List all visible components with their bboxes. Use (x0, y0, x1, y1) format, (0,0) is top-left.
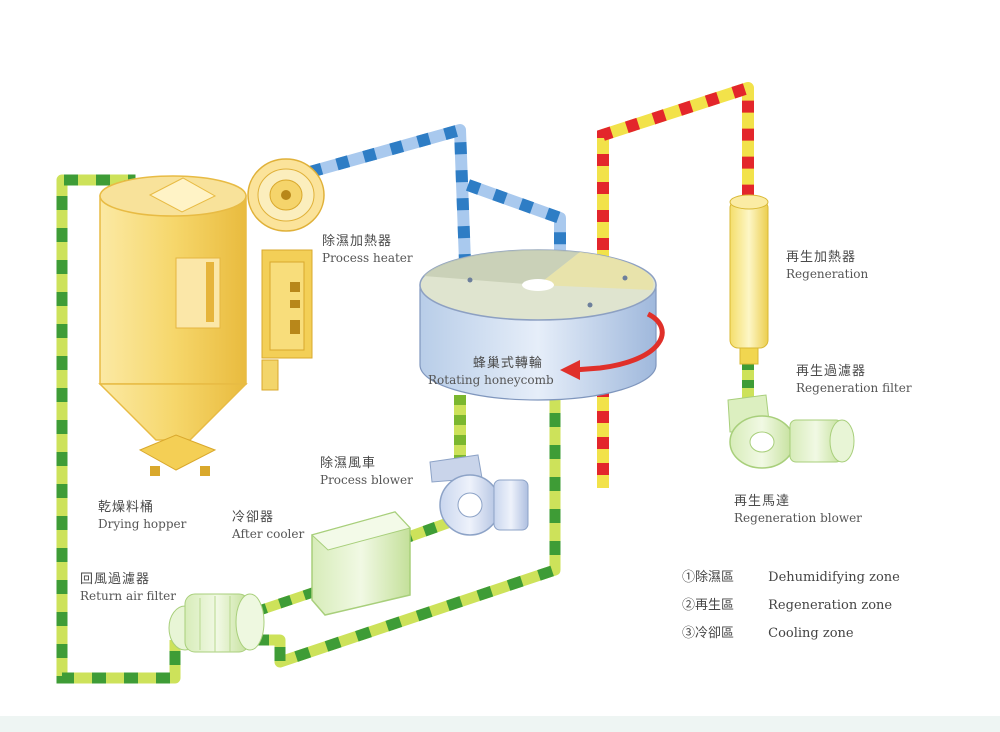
regeneration-blower-shape (727, 394, 855, 469)
legend-regeneration-en: Regeneration zone (768, 598, 893, 613)
rotation-arrow (560, 311, 665, 380)
regeneration-blower-cn: 再生馬達 (734, 494, 791, 509)
label-rotating-honeycomb: 蜂巢式轉輪 Rotating honeycomb (428, 356, 554, 388)
after-cooler-cn: 冷卻器 (232, 510, 275, 525)
label-return-air-filter: 回風過濾器 Return air filter (80, 572, 176, 604)
process-blower-en: Process blower (320, 473, 413, 487)
process-heater-en: Process heater (322, 251, 413, 265)
regeneration-filter-en: Regeneration filter (796, 381, 912, 395)
drying-hopper-shape (98, 175, 248, 476)
process-heater-cn: 除濕加熱器 (322, 234, 393, 249)
process-blower-cn: 除濕風車 (320, 456, 377, 471)
label-after-cooler: 冷卻器 After cooler (232, 510, 304, 542)
legend-dehumidifying: ①除濕區 Dehumidifying zone (682, 566, 900, 585)
legend-cooling-cn: ③冷卻區 (682, 626, 735, 641)
return-air-filter-en: Return air filter (80, 589, 177, 603)
regeneration-heater-shape (729, 194, 769, 365)
regeneration-cn: 再生加熱器 (786, 250, 857, 265)
rotating-honeycomb-cn: 蜂巢式轉輪 (472, 356, 543, 371)
control-box-shape (261, 249, 313, 391)
legend-regeneration: ②再生區 Regeneration zone (682, 594, 892, 613)
after-cooler-shape (311, 511, 411, 616)
label-regeneration: 再生加熱器 Regeneration (786, 250, 868, 282)
rotating-honeycomb-en: Rotating honeycomb (428, 373, 554, 387)
label-drying-hopper: 乾燥料桶 Drying hopper (98, 500, 186, 532)
honeycomb-wheel-shape (419, 249, 657, 401)
after-cooler-en: After cooler (232, 527, 305, 541)
bottom-band (0, 716, 1000, 732)
label-process-blower: 除濕風車 Process blower (320, 456, 413, 488)
drying-hopper-cn: 乾燥料桶 (98, 500, 155, 515)
legend-cooling: ③冷卻區 Cooling zone (682, 622, 854, 641)
regeneration-blower-en: Regeneration blower (734, 511, 862, 525)
legend-regeneration-cn: ②再生區 (682, 598, 735, 613)
regeneration-en: Regeneration (786, 267, 869, 281)
legend-cooling-en: Cooling zone (768, 626, 854, 641)
label-regeneration-blower: 再生馬達 Regeneration blower (734, 494, 862, 526)
drying-hopper-en: Drying hopper (98, 517, 187, 531)
label-regeneration-filter: 再生過濾器 Regeneration filter (796, 364, 912, 396)
return-air-filter-shape (168, 593, 265, 653)
legend-dehumidifying-cn: ①除濕區 (682, 570, 735, 585)
label-process-heater: 除濕加熱器 Process heater (322, 234, 413, 266)
legend-dehumidifying-en: Dehumidifying zone (768, 570, 900, 585)
return-air-filter-cn: 回風過濾器 (80, 572, 151, 587)
process-blower-shape (429, 454, 529, 536)
process-heater-shape (247, 158, 325, 232)
regeneration-filter-cn: 再生過濾器 (796, 364, 867, 379)
